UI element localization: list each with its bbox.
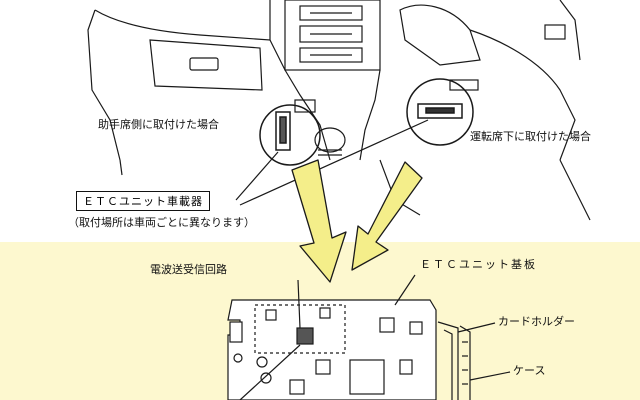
etc-board [227,299,437,400]
driver-side-label: 運転席下に取付けた場合 [470,130,591,143]
etc-unit-label: ＥＴＣユニット車載器 [76,191,210,211]
passenger-side-label: 助手席側に取付けた場合 [98,118,219,131]
dashboard-outline [94,0,271,41]
down-arrows [291,159,423,283]
passenger-magnifier [259,104,321,166]
etc-board-label: ＥＴＣユニット基板 [420,258,537,271]
mount-note: （取付場所は車両ごとに異なります） [68,216,255,229]
glove-box [149,39,263,91]
case [459,325,471,400]
radio-circuit-label: 電波送受信回路 [150,263,227,276]
steering-column [399,4,481,66]
right-arrow [351,161,423,271]
card-holder [437,321,459,400]
radio-circuit-area [254,304,346,354]
left-arrow [291,159,347,283]
card-holder-label: カードホルダー [498,315,575,328]
gear-shift [314,127,346,153]
case-label: ケース [513,364,546,377]
center-console [284,0,381,71]
radio-chip [296,327,314,345]
driver-magnifier [406,78,474,146]
